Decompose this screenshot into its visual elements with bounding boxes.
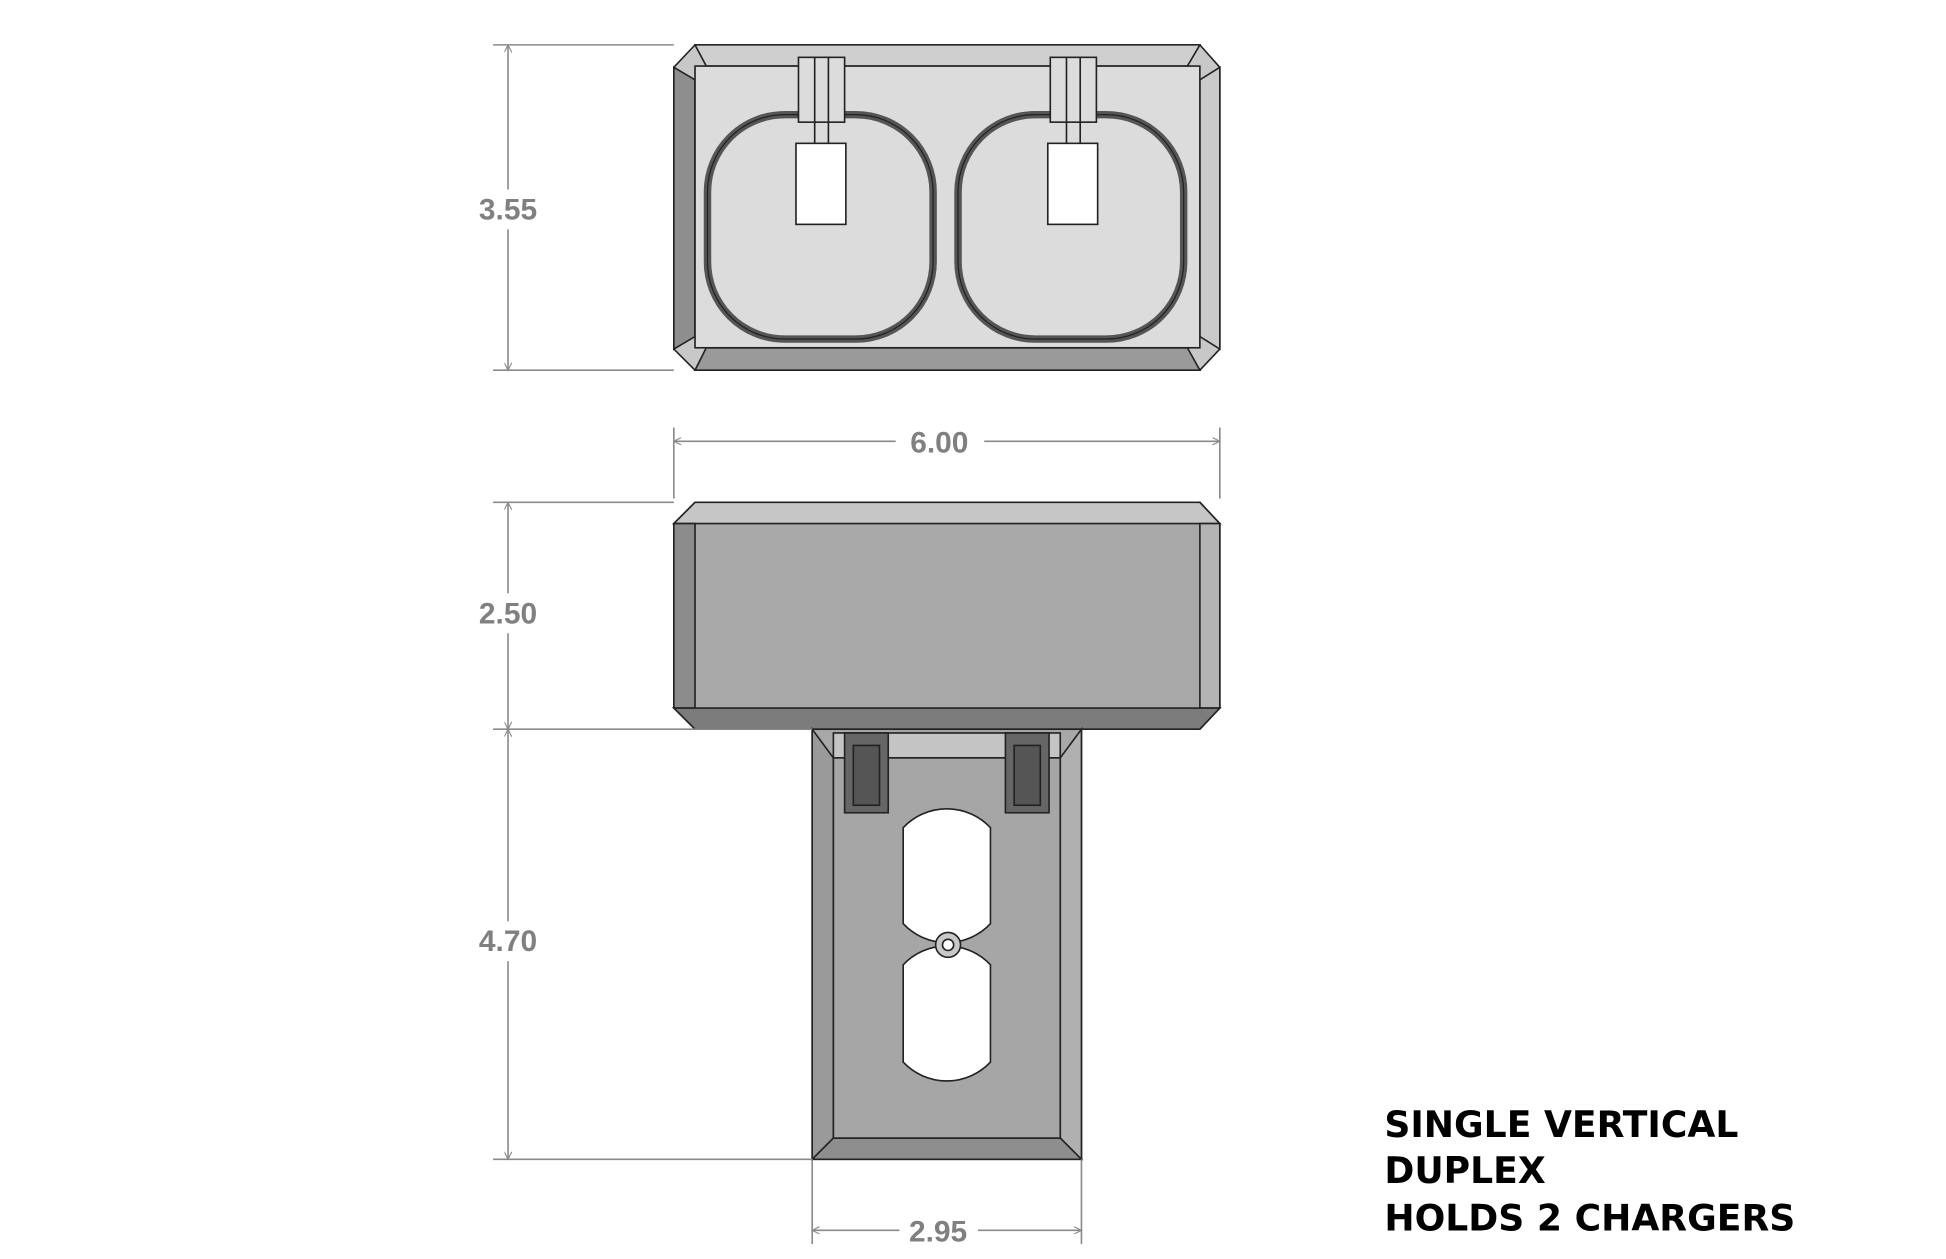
note-line-3: HOLDS 2 CHARGERS: [1384, 1196, 1795, 1239]
side-view: [671, 501, 1222, 731]
drawing-note: SINGLE VERTICAL DUPLEX HOLDS 2 CHARGERS: [1384, 1103, 1795, 1239]
dimension-label: 2.95: [909, 1216, 967, 1249]
outlet-opening-bottom: [902, 945, 992, 1082]
outlet-opening-top: [902, 808, 992, 944]
mounting-tab-left: [843, 732, 890, 814]
dimension-width: 6.00: [674, 426, 1220, 499]
dimension-top-height: 3.55: [479, 45, 674, 370]
mounting-tab-right: [1004, 732, 1050, 814]
screw-hole: [934, 931, 962, 959]
dimension-side-height: 2.50: [479, 502, 813, 729]
charger-pocket-right: [954, 56, 1188, 343]
note-line-2: DUPLEX: [1384, 1149, 1545, 1192]
dimension-label: 2.50: [479, 597, 537, 630]
dimension-label: 3.55: [479, 193, 537, 226]
charger-pocket-left: [703, 56, 937, 343]
wall-plate: [810, 726, 1084, 1162]
dimension-label: 4.70: [479, 925, 537, 958]
note-line-1: SINGLE VERTICAL: [1384, 1103, 1738, 1146]
dimension-plate-width: 2.95: [812, 1159, 1081, 1249]
top-view: [673, 44, 1221, 372]
dimension-plate-height: 4.70: [479, 729, 813, 1159]
dimension-label: 6.00: [910, 426, 968, 459]
